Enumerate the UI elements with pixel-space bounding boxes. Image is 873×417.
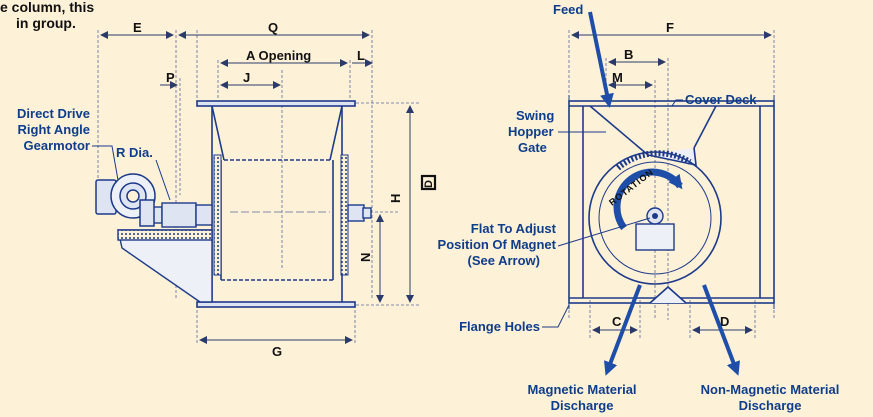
leader-cover-deck xyxy=(671,99,683,107)
caption-line-1: e column, this xyxy=(0,0,94,15)
callout-nonmagnetic-line-1: Non-Magnetic Material xyxy=(701,382,840,397)
dim-label-p: P xyxy=(166,70,175,85)
left-side-plate xyxy=(213,154,222,276)
callout-feed: Feed xyxy=(553,2,583,17)
callout-nonmagnetic-line-2: Discharge xyxy=(739,398,802,413)
callout-gate-line-1: Swing xyxy=(516,108,554,123)
coupling-assembly xyxy=(149,202,213,228)
gearmotor xyxy=(95,173,156,227)
dim-label-d-right: D xyxy=(720,314,729,329)
dim-label-m: M xyxy=(612,70,623,85)
callout-gate-line-2: Hopper xyxy=(508,124,554,139)
magnetic-discharge-arrow xyxy=(604,284,642,376)
caption-line-2: in group. xyxy=(16,15,76,31)
right-bearing xyxy=(347,204,372,222)
rotation-label: ROTATION xyxy=(607,167,655,208)
dim-label-a-opening: A Opening xyxy=(246,48,311,63)
dim-label-f: F xyxy=(666,20,674,35)
leader-r-dia xyxy=(155,159,171,201)
callout-flat-line-3: (See Arrow) xyxy=(468,253,540,268)
dim-label-e: E xyxy=(133,20,142,35)
dim-label-j: J xyxy=(243,70,250,85)
leader-flange-holes xyxy=(542,304,570,328)
magnetic-drum xyxy=(588,150,722,285)
callout-cover-deck: Cover Deck xyxy=(685,92,757,107)
callout-gate-line-3: Gate xyxy=(518,140,547,155)
dim-label-q: Q xyxy=(268,20,278,35)
left-view: E Q A Opening L P J H N G D xyxy=(17,20,437,359)
dim-label-g: G xyxy=(272,344,282,359)
dim-label-c: C xyxy=(612,314,622,329)
dim-label-h: H xyxy=(388,194,403,203)
dim-label-d: D xyxy=(423,180,435,188)
callout-gearmotor-line-2: Right Angle xyxy=(18,122,90,137)
rotation-arrow xyxy=(613,168,683,231)
callout-gearmotor-line-1: Direct Drive xyxy=(17,106,90,121)
callout-flat-line-1: Flat To Adjust xyxy=(471,221,557,236)
dim-label-l: L xyxy=(357,48,365,63)
callout-r-dia: R Dia. xyxy=(116,145,153,160)
callout-gearmotor-line-3: Gearmotor xyxy=(24,138,90,153)
callout-flange-holes: Flange Holes xyxy=(459,319,540,334)
dim-label-b: B xyxy=(624,47,633,62)
right-view: F B M C D xyxy=(438,2,840,413)
gearmotor-base xyxy=(117,229,213,303)
rotation-label-group: ROTATION xyxy=(607,167,655,208)
feed-arrow xyxy=(588,11,614,108)
leader-flat xyxy=(557,217,651,247)
callout-magnetic-line-1: Magnetic Material xyxy=(527,382,636,397)
callout-magnetic-line-2: Discharge xyxy=(551,398,614,413)
right-housing xyxy=(568,100,775,304)
left-dimension-lines xyxy=(100,31,414,344)
swing-hopper-gate xyxy=(589,105,717,167)
nonmagnetic-discharge-arrow xyxy=(702,284,740,376)
dim-label-d-box: D xyxy=(420,174,437,191)
leader-gearmotor xyxy=(92,145,119,181)
dim-label-n: N xyxy=(358,253,373,262)
flange-hole-marks xyxy=(568,95,775,309)
right-side-plate xyxy=(340,154,349,276)
callout-flat-line-2: Position Of Magnet xyxy=(438,237,557,252)
